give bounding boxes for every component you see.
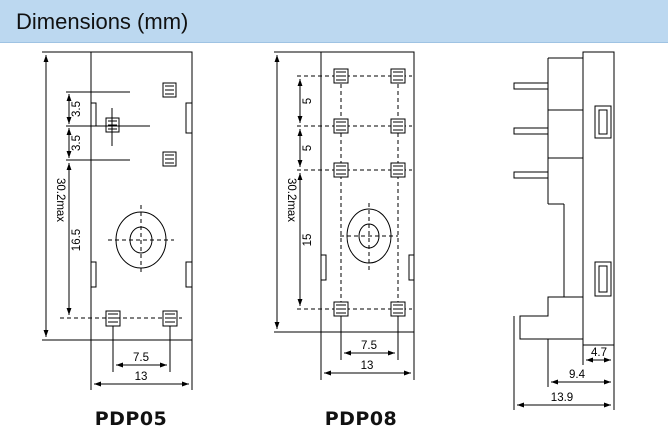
pdp05-model-label: PDP05 — [95, 408, 168, 430]
side-dim-depth-small: 4.7 — [591, 347, 607, 359]
pdp05-dim-pitch-top: 3.5 — [71, 101, 83, 117]
pdp05-dim-pin-to-bottom: 16.5 — [71, 229, 83, 251]
pdp05-body-outline — [90, 51, 193, 341]
pdp08-notch — [408, 254, 415, 281]
pdp08-dim-pin-to-bottom: 15 — [302, 234, 314, 247]
pdp08-view — [274, 51, 415, 380]
pdp08-pin — [333, 162, 349, 178]
pdp05-dim-height-max: 30.2max — [54, 178, 66, 222]
pdp08-dim-height-max: 30.2max — [285, 178, 297, 222]
pdp05-dim-pin-spacing: 7.5 — [133, 352, 149, 364]
pdp08-pin — [390, 68, 406, 84]
pdp08-pin — [333, 68, 349, 84]
side-pin — [513, 171, 549, 179]
header-bar: Dimensions (mm) — [0, 0, 668, 43]
side-dim-depth-mid: 9.4 — [569, 369, 586, 381]
pdp05-notch — [90, 102, 97, 127]
side-housing-outline — [519, 51, 615, 346]
side-latch-inner — [598, 109, 608, 135]
pdp08-body-outline — [320, 51, 415, 333]
pdp08-pin — [333, 301, 349, 317]
pdp05-center-hole — [108, 205, 174, 275]
pdp08-pin — [390, 301, 406, 317]
side-pin — [513, 82, 549, 90]
pdp05-view — [42, 51, 193, 390]
pdp08-pin — [333, 118, 349, 134]
side-latch — [594, 261, 612, 297]
pdp08-model-label: PDP08 — [325, 408, 398, 430]
pdp08-pin — [390, 162, 406, 178]
side-latch — [594, 105, 612, 139]
pdp05-dim-pitch-mid: 3.5 — [71, 135, 83, 151]
pdp05-notch — [185, 102, 193, 134]
pdp05-notch — [90, 261, 97, 288]
side-dim-depth-total: 13.9 — [551, 392, 573, 404]
pdp08-dim-pitch-mid: 5 — [302, 145, 314, 151]
pdp08-dim-width: 13 — [361, 360, 374, 372]
pdp05-notch — [185, 261, 193, 288]
pdp08-center-hole — [340, 203, 398, 270]
pdp08-notch — [320, 254, 327, 281]
side-latch-inner — [598, 265, 608, 293]
pdp05-pin — [162, 82, 177, 98]
page-title: Dimensions (mm) — [16, 9, 189, 34]
pdp08-dim-pin-spacing: 7.5 — [361, 340, 377, 352]
pdp08-dim-pitch-top: 5 — [302, 98, 314, 104]
side-pin — [513, 127, 549, 135]
side-view — [513, 51, 615, 410]
pdp05-dim-width: 13 — [135, 371, 148, 383]
pdp05-pin — [162, 151, 177, 167]
pdp08-pin — [390, 118, 406, 134]
